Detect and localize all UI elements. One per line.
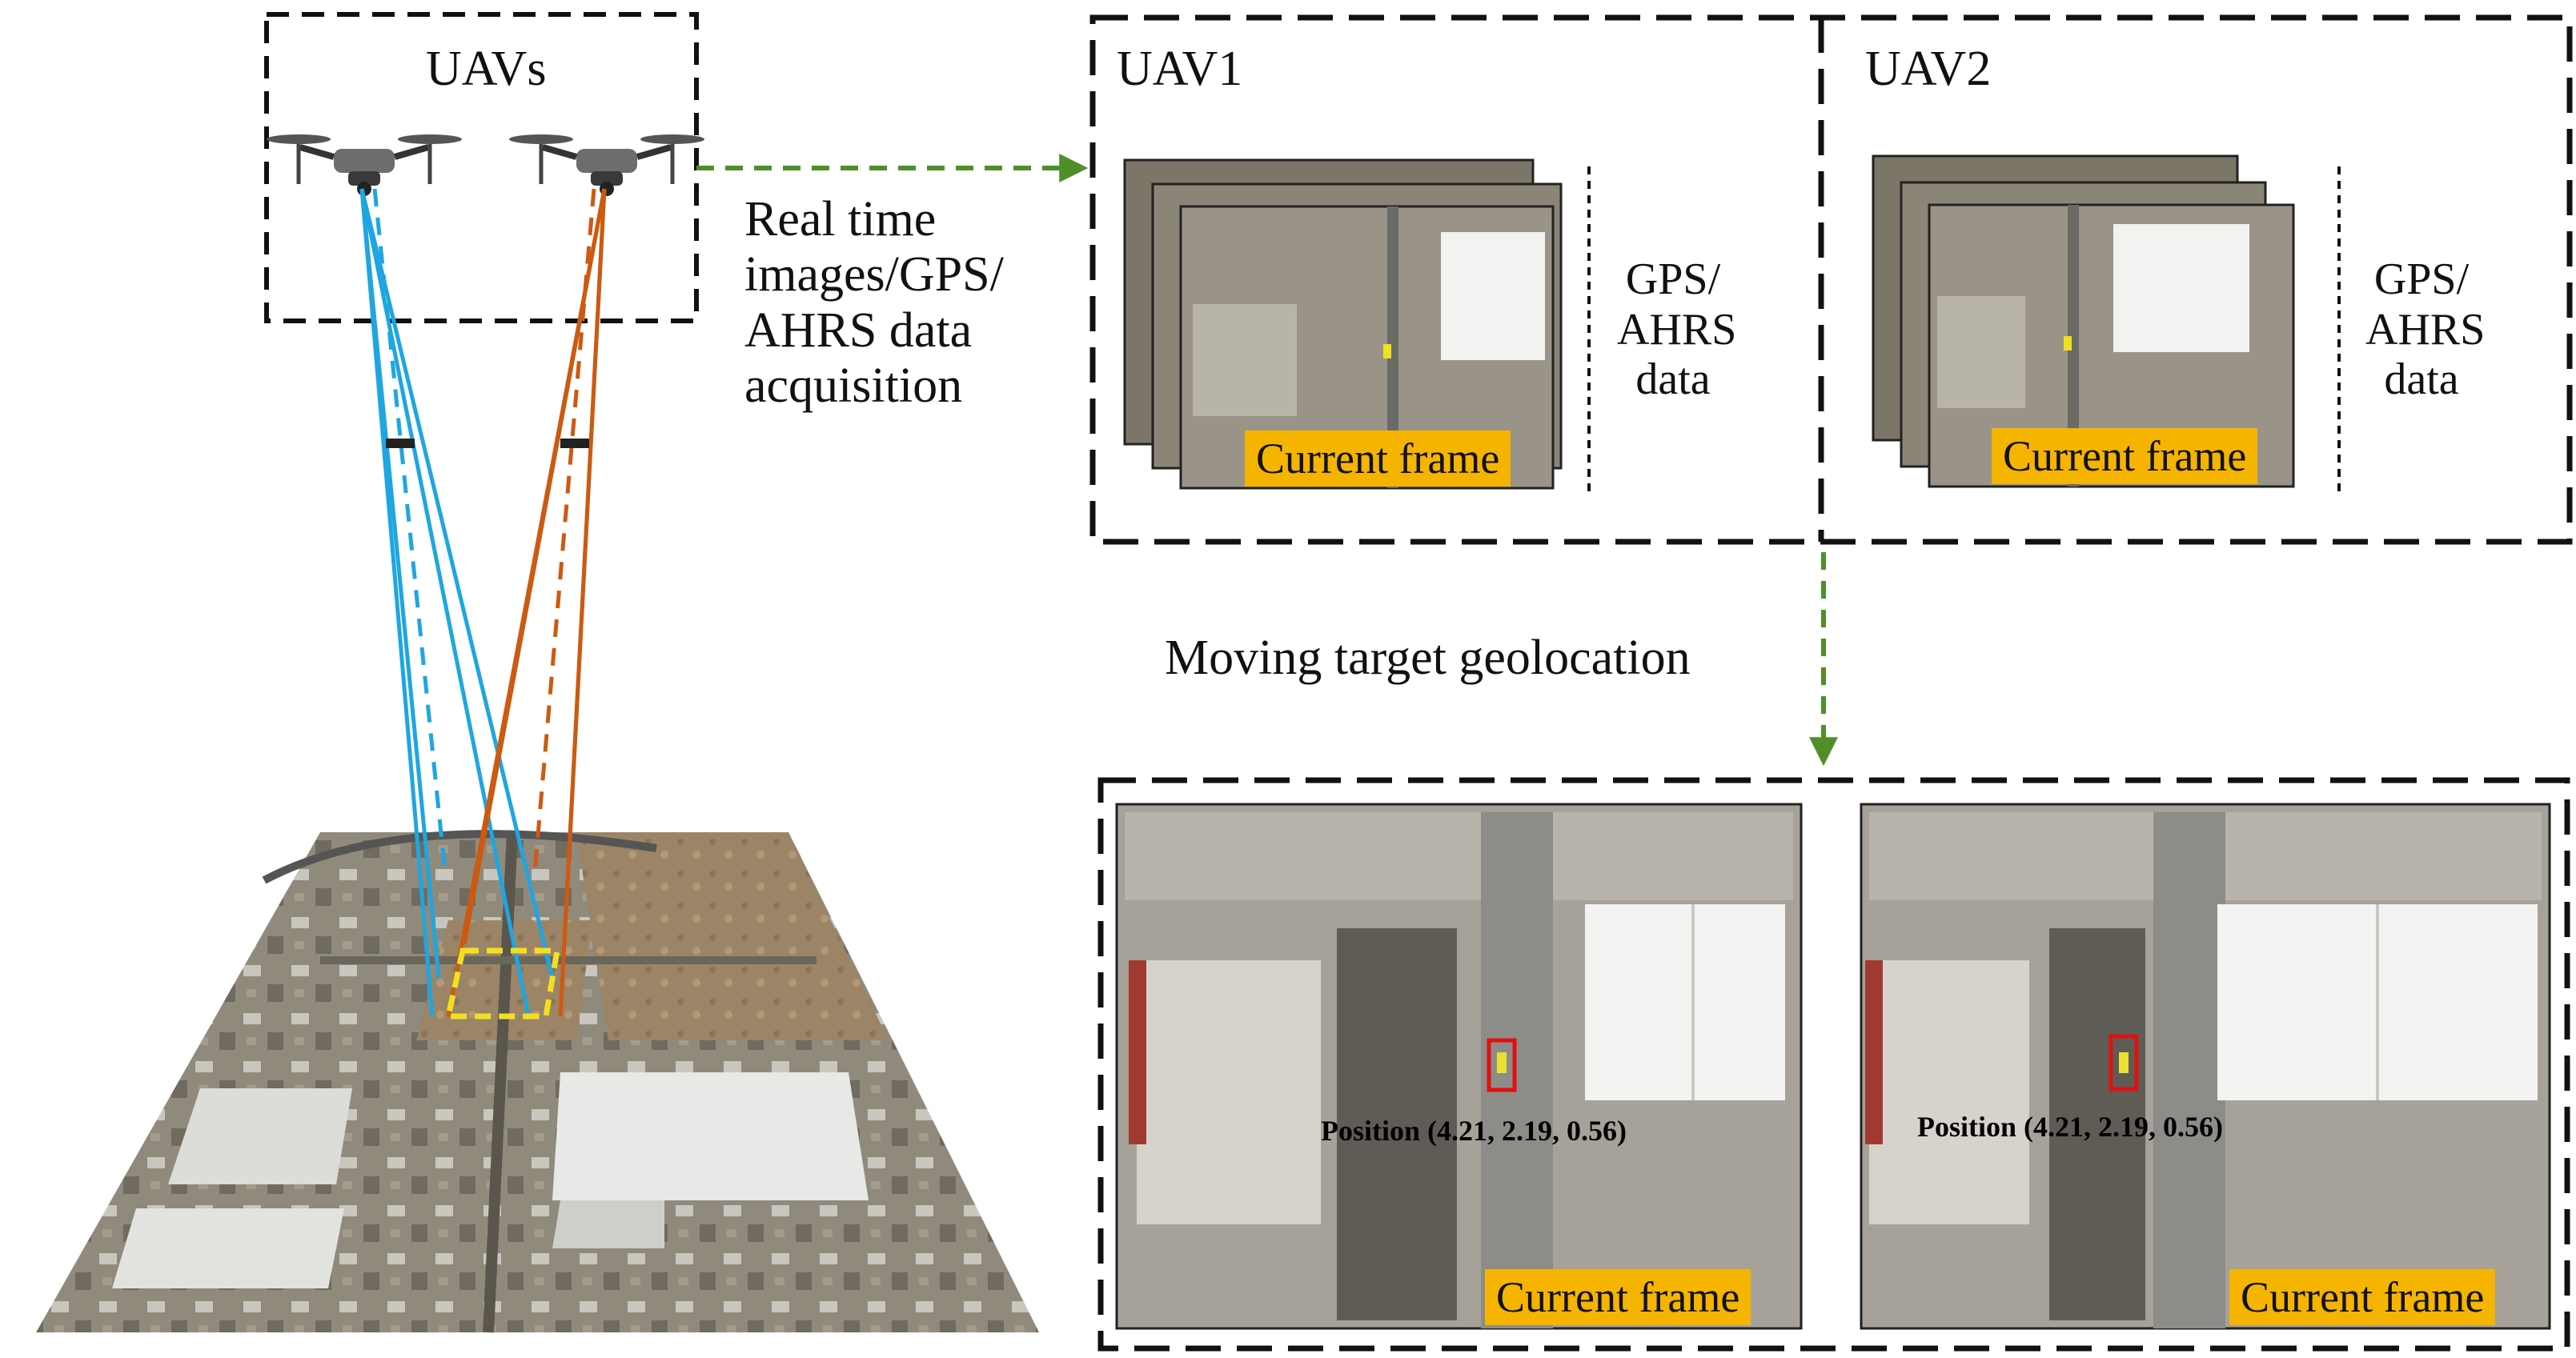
acquisition-line-2: images/GPS/ [744, 247, 1004, 302]
uav1-title: UAV1 [1117, 42, 1243, 96]
uav1-camera-rays [359, 188, 555, 1017]
uav1-image-stack [1123, 158, 1563, 490]
uav-panels-box [1089, 14, 2573, 545]
drone-1-icon [267, 134, 462, 196]
uav1-sensor-line-3: data [1635, 355, 1711, 405]
acquisition-line-1: Real time [744, 192, 937, 246]
result-2-position: Position (4.21, 2.19, 0.56) [1917, 1111, 2223, 1143]
result-2-current-frame-badge: Current frame [2229, 1269, 2496, 1325]
drone-2-icon [509, 134, 704, 196]
results-box [1097, 777, 2570, 1352]
uav1-sensor-line-2: AHRS [1617, 304, 1737, 355]
uav2-camera-rays [446, 188, 607, 1017]
uav2-title: UAV2 [1865, 42, 1992, 96]
uav2-mini-drone [560, 439, 589, 448]
uav1-current-frame-badge: Current frame [1245, 431, 1511, 487]
uav2-sensor-line-2: AHRS [2365, 304, 2486, 355]
uav1-sensor-label: GPS/ AHRS data [1617, 254, 1737, 405]
result-1-image [1115, 803, 1803, 1330]
geolocation-label: Moving target geolocation [1165, 631, 1691, 685]
result-1-position: Position (4.21, 2.19, 0.56) [1321, 1115, 1627, 1147]
uav2-image-stack [1872, 154, 2295, 488]
acquisition-line-3: AHRS data [744, 302, 973, 358]
aerial-map [36, 830, 1039, 1333]
uav2-sensor-line-3: data [2384, 355, 2459, 405]
result-1-target-box [1487, 1038, 1517, 1092]
uav1-mini-drone [386, 439, 415, 448]
result-2-target-box [2109, 1034, 2139, 1092]
uavs-title: UAVs [426, 42, 547, 96]
result-2-image [1860, 803, 2551, 1330]
uav2-current-frame-badge: Current frame [1992, 428, 2258, 484]
uav2-sensor-label: GPS/ AHRS data [2365, 254, 2486, 405]
uav2-sensor-line-1: GPS/ [2373, 254, 2470, 304]
acquisition-line-4: acquisition [744, 359, 963, 414]
footprint-overlap [444, 947, 561, 1020]
result-1-current-frame-badge: Current frame [1485, 1269, 1751, 1325]
uav1-sensor-line-1: GPS/ [1625, 254, 1721, 304]
acquisition-label: Real time images/GPS/ AHRS data acquisit… [744, 192, 1004, 415]
